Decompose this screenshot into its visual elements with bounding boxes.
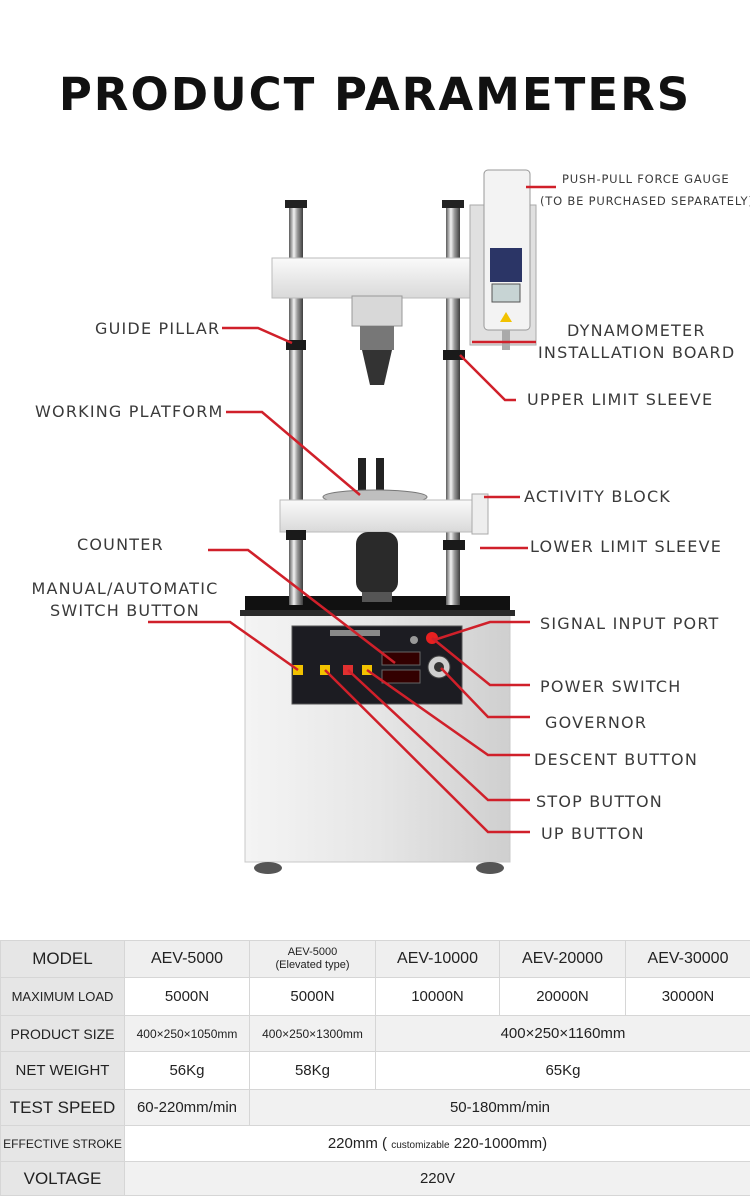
- cell-weight: 65Kg: [375, 1051, 750, 1090]
- cell-model: AEV-5000: [124, 940, 250, 978]
- cell-model: AEV-20000: [499, 940, 626, 978]
- label-stop: STOP BUTTON: [536, 792, 663, 811]
- table-row-weight: NET WEIGHT 56Kg 58Kg 65Kg: [0, 1051, 750, 1090]
- stroke-main: 220mm: [327, 1135, 378, 1152]
- working-platform: [279, 458, 489, 602]
- callout-line-guide-pillar: [222, 326, 293, 345]
- cell-model: AEV-10000: [375, 940, 500, 978]
- cell-model-elevated: AEV-5000 (Elevated type): [249, 940, 376, 978]
- table-row-voltage: VOLTAGE 220V: [0, 1161, 750, 1196]
- callout-line-counter: [208, 548, 396, 664]
- stroke-note: customizable: [391, 1140, 450, 1151]
- table-row-max-load: MAXIMUM LOAD 5000N 5000N 10000N 20000N 3…: [0, 977, 750, 1016]
- callout-line-upper-limit: [459, 354, 516, 402]
- callout-line-power-switch: [431, 637, 530, 687]
- label-gauge-line2: (TO BE PURCHASED SEPARATELY): [540, 194, 750, 208]
- cell-size: 400×250×1050mm: [124, 1015, 250, 1052]
- cell-max-load: 30000N: [625, 977, 750, 1016]
- machine-diagram: [148, 169, 556, 874]
- label-guide-pillar: GUIDE PILLAR: [95, 319, 221, 338]
- cell-stroke: 220mm ( customizable 220-1000mm): [124, 1125, 750, 1162]
- cell-weight: 58Kg: [249, 1051, 376, 1090]
- label-up: UP BUTTON: [541, 824, 645, 843]
- stroke-open: (: [382, 1135, 388, 1152]
- cell-weight-label: NET WEIGHT: [0, 1051, 125, 1090]
- label-counter: COUNTER: [77, 535, 164, 554]
- cell-max-load: 5000N: [249, 977, 376, 1016]
- cell-voltage: 220V: [124, 1161, 750, 1196]
- callout-line-descent: [366, 668, 530, 757]
- cell-model: AEV-30000: [625, 940, 750, 978]
- cell-model-elevated-note: (Elevated type): [275, 959, 350, 971]
- callout-line-up: [324, 669, 530, 834]
- label-switch-line1: MANUAL/AUTOMATIC: [31, 579, 219, 598]
- control-panel: [291, 625, 463, 705]
- cell-weight: 56Kg: [124, 1051, 250, 1090]
- table-row-model: MODEL AEV-5000 AEV-5000 (Elevated type) …: [0, 940, 750, 978]
- label-switch-line2: SWITCH BUTTON: [50, 601, 200, 620]
- cell-speed: 50-180mm/min: [249, 1089, 750, 1126]
- cell-max-load-label: MAXIMUM LOAD: [0, 977, 125, 1016]
- label-dynamometer-line1: DYNAMOMETER: [567, 321, 706, 340]
- force-gauge: [469, 169, 537, 350]
- page-title: PRODUCT PARAMETERS: [58, 68, 692, 121]
- table-row-size: PRODUCT SIZE 400×250×1050mm 400×250×1300…: [0, 1015, 750, 1052]
- cell-speed-label: TEST SPEED: [0, 1089, 125, 1126]
- cell-size: 400×250×1160mm: [375, 1015, 750, 1052]
- spec-table: MODEL AEV-5000 AEV-5000 (Elevated type) …: [0, 940, 750, 1196]
- label-lower-limit: LOWER LIMIT SLEEVE: [530, 537, 723, 556]
- cell-max-load: 10000N: [375, 977, 500, 1016]
- signal-port-icon: [410, 636, 418, 644]
- label-descent: DESCENT BUTTON: [534, 750, 699, 769]
- label-upper-limit: UPPER LIMIT SLEEVE: [527, 390, 714, 409]
- callout-line-signal-port: [433, 620, 530, 642]
- callout-line-switch: [148, 620, 299, 672]
- cell-model-label: MODEL: [0, 940, 125, 978]
- label-activity-block: ACTIVITY BLOCK: [524, 487, 672, 506]
- label-dynamometer-line2: INSTALLATION BOARD: [538, 343, 736, 362]
- callout-line-working-platform: [226, 410, 361, 496]
- callout-lines: [148, 185, 556, 834]
- cell-voltage-label: VOLTAGE: [0, 1161, 125, 1196]
- label-working-platform: WORKING PLATFORM: [35, 402, 224, 421]
- cell-max-load: 5000N: [124, 977, 250, 1016]
- cell-model-elevated-name: AEV-5000: [287, 946, 338, 958]
- cell-stroke-label: EFFECTIVE STROKE: [0, 1125, 125, 1162]
- cell-max-load: 20000N: [499, 977, 626, 1016]
- label-governor: GOVERNOR: [545, 713, 648, 732]
- table-row-stroke: EFFECTIVE STROKE 220mm ( customizable 22…: [0, 1125, 750, 1162]
- stroke-range: 220-1000mm): [453, 1135, 548, 1152]
- cell-size-label: PRODUCT SIZE: [0, 1015, 125, 1052]
- cell-speed: 60-220mm/min: [124, 1089, 250, 1126]
- callout-line-governor: [440, 667, 530, 719]
- label-gauge-line1: PUSH-PULL FORCE GAUGE: [562, 172, 730, 186]
- table-row-speed: TEST SPEED 60-220mm/min 50-180mm/min: [0, 1089, 750, 1126]
- top-crosshead: [271, 257, 473, 385]
- label-signal-port: SIGNAL INPUT PORT: [540, 614, 720, 633]
- label-power-switch: POWER SWITCH: [540, 677, 682, 696]
- callout-line-stop: [347, 669, 530, 802]
- cell-size: 400×250×1300mm: [249, 1015, 376, 1052]
